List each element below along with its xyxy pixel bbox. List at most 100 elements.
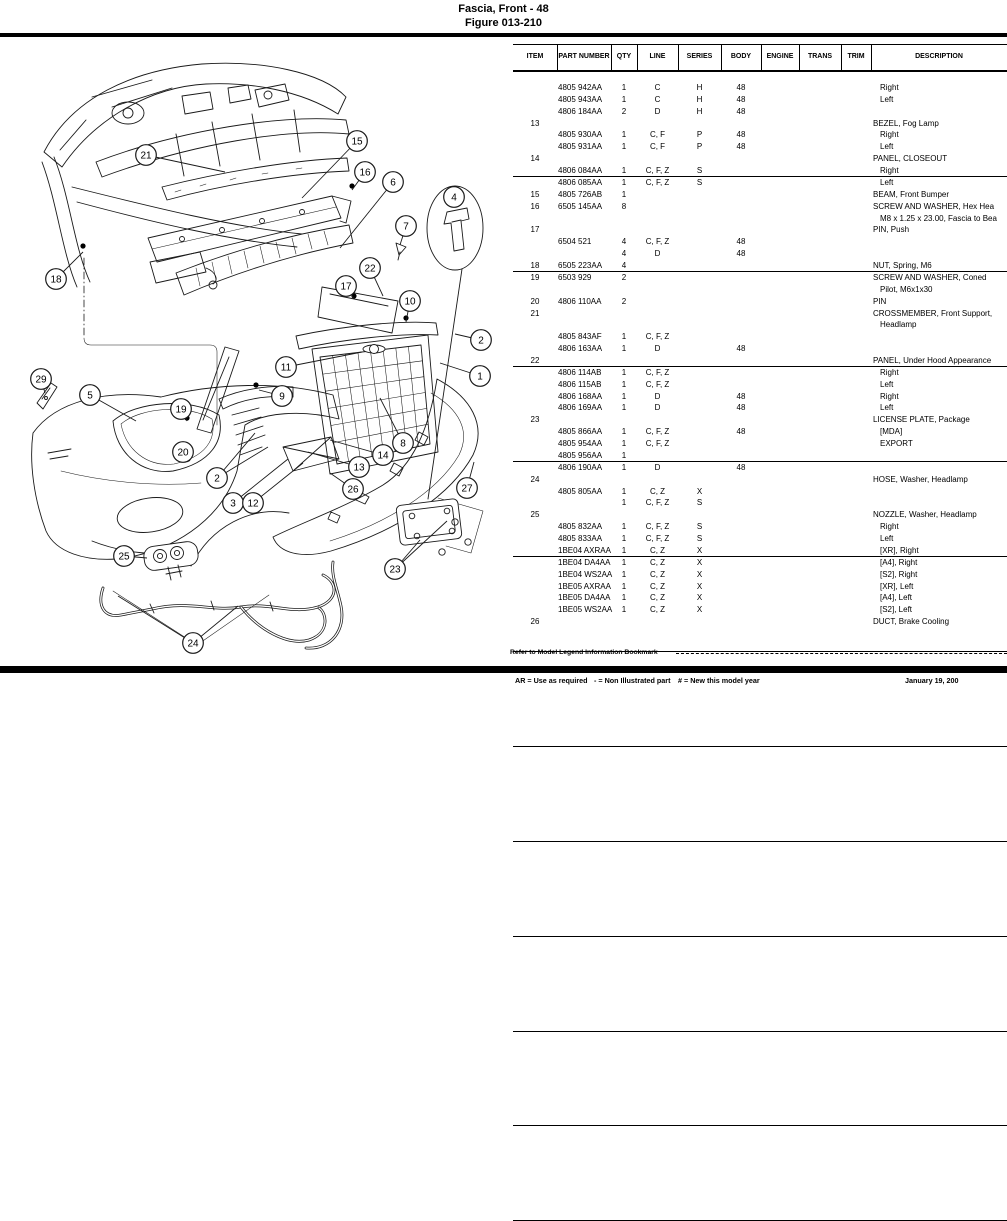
cell-line: C, Z [649, 545, 666, 555]
callout-number: 8 [400, 438, 406, 449]
callout-number: 27 [461, 483, 473, 494]
cell-qty: 1 [621, 130, 627, 140]
cell-part: 4806 085AA [558, 177, 603, 187]
cell-part: 4805 833AA [558, 534, 603, 544]
cell-desc: [S2], Left [880, 605, 913, 615]
cell-line: D [654, 391, 661, 401]
cell-qty: 1 [621, 593, 627, 603]
cell-series: S [696, 534, 703, 544]
cell-item: 13 [530, 118, 540, 128]
cell-item: 21 [530, 308, 540, 318]
legend-new-model-year: # = New this model year [678, 676, 760, 685]
cell-desc: Left [880, 142, 894, 152]
cell-line: D [654, 249, 661, 259]
cell-desc: DUCT, Brake Cooling [873, 617, 950, 627]
callout-number: 21 [140, 150, 152, 161]
cell-line: C, Z [649, 569, 666, 579]
cell-part: 4806 114AB [558, 367, 602, 377]
cell-qty: 1 [621, 332, 627, 342]
cell-desc: PIN [873, 296, 887, 306]
callout-balloon-21 [135, 144, 157, 166]
callout-number: 4 [451, 192, 457, 203]
cell-item: 24 [530, 474, 540, 484]
cell-series: H [696, 83, 703, 92]
callout-balloon-29 [30, 368, 52, 390]
cell-part: 1BE05 DA4AA [558, 593, 611, 603]
cell-desc: LICENSE PLATE, Package [873, 415, 970, 425]
cell-part: 4805 832AA [558, 522, 603, 532]
col-header-trim: TRIM [847, 53, 865, 60]
cell-line: C, F, Z [645, 379, 670, 389]
cell-qty: 1 [621, 569, 627, 579]
cell-qty: 4 [621, 249, 627, 259]
cell-item: 16 [530, 201, 540, 211]
cell-qty: 2 [621, 296, 627, 306]
table-row: 4806 114AB 1 C, F, Z Right [513, 367, 1007, 747]
col-header-qty: QTY [616, 53, 632, 60]
callout-number: 2 [214, 473, 220, 484]
table-row: Pilot, M6x1x30 [513, 284, 1007, 296]
cell-line: C, Z [649, 581, 666, 591]
col-header-series: SERIES [686, 53, 713, 60]
cell-item: 17 [530, 225, 540, 235]
legend-non-illustrated: - = Non Illustrated part [594, 676, 671, 685]
cell-body: 48 [736, 427, 746, 437]
footer-date: January 19, 200 [905, 676, 959, 685]
cell-desc: Left [880, 94, 894, 104]
cell-desc: Pilot, M6x1x30 [880, 284, 933, 294]
cell-part: 4806 110AA [558, 296, 602, 306]
cell-line: C, Z [649, 486, 666, 496]
cell-body: 48 [736, 403, 746, 413]
callout-balloon-7 [395, 215, 417, 237]
callout-balloon-5 [79, 384, 101, 406]
cell-desc: PANEL, CLOSEOUT [873, 154, 948, 164]
header-divider [678, 44, 679, 70]
cell-qty: 1 [621, 189, 627, 199]
cell-part: 6504 521 [558, 237, 592, 247]
cell-part: 1BE05 AXRAA [558, 581, 611, 591]
cell-desc: PIN, Push [873, 225, 910, 235]
cell-desc: Right [880, 391, 899, 401]
cell-part: 4805 843AF [558, 332, 602, 342]
cell-desc: Right [880, 367, 899, 377]
callout-balloon-18 [45, 268, 67, 290]
cell-qty: 1 [621, 142, 627, 152]
cell-line: C [654, 83, 661, 92]
callout-number: 12 [247, 498, 259, 509]
callout-balloon-8 [392, 432, 414, 454]
cell-qty: 1 [621, 367, 627, 377]
cell-line: C [654, 94, 661, 104]
figure-number: Figure 013-210 [464, 17, 543, 29]
callout-number: 25 [118, 551, 130, 562]
cell-qty: 1 [621, 522, 627, 532]
callout-number: 17 [340, 281, 352, 292]
cell-desc: Left [880, 534, 894, 544]
cell-qty: 1 [621, 427, 627, 437]
row-separator [513, 935, 1007, 937]
cell-qty: 1 [621, 94, 627, 104]
cell-line: C, F, Z [645, 177, 670, 187]
cell-qty: 1 [621, 391, 627, 401]
cell-body: 48 [736, 142, 746, 152]
cell-body: 48 [736, 83, 746, 92]
cell-series: X [696, 569, 703, 579]
cell-qty: 1 [621, 605, 627, 615]
callout-number: 10 [404, 296, 416, 307]
callout-number: 29 [35, 374, 47, 385]
col-header-line: LINE [649, 53, 666, 60]
cell-desc: [A4], Right [880, 557, 918, 567]
callout-balloon-1 [469, 365, 491, 387]
balloon-leader-line [339, 181, 394, 249]
cell-series: S [696, 177, 703, 187]
cell-desc: NOZZLE, Washer, Headlamp [873, 510, 977, 520]
